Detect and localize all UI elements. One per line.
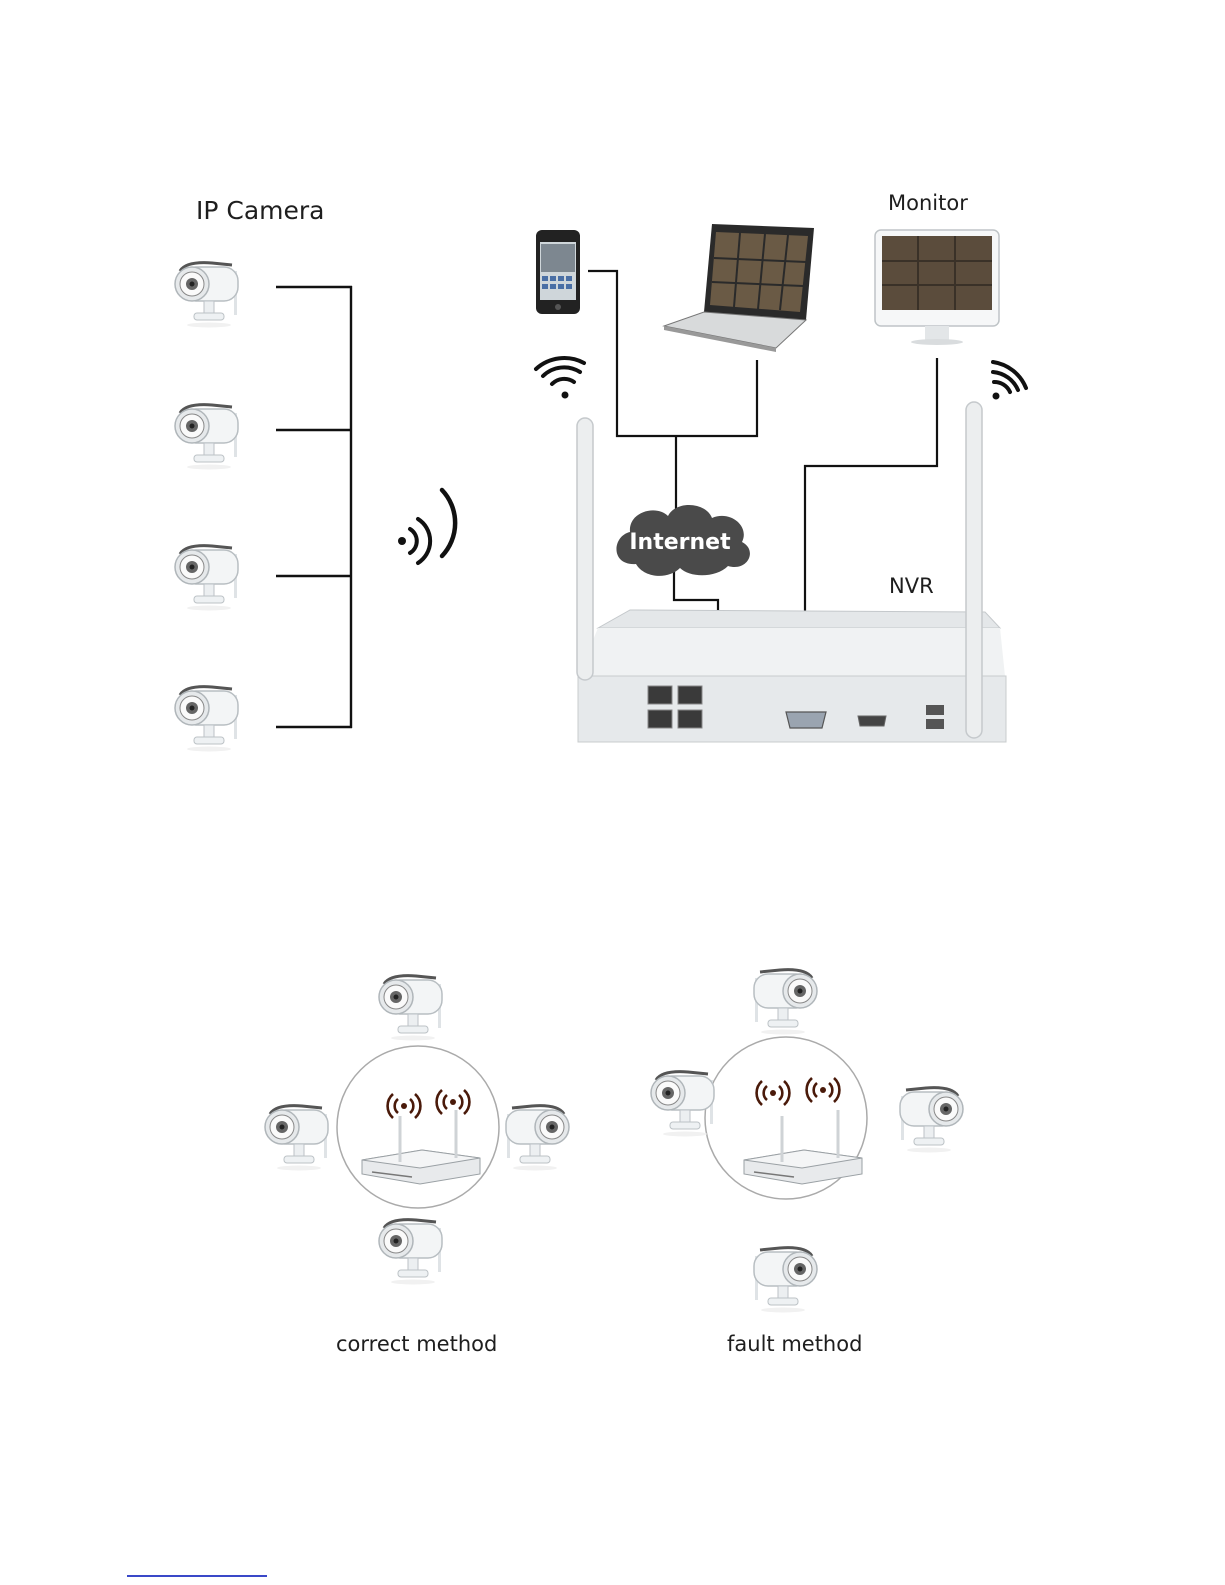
wifi-signal-icon: [442, 490, 455, 556]
camera-connection-lines: [276, 286, 352, 728]
camera-icon: [506, 1106, 569, 1171]
nvr-label: NVR: [889, 574, 934, 598]
camera-icon: [379, 976, 442, 1041]
camera-icon: [651, 1072, 714, 1137]
camera-icon: [175, 263, 238, 328]
wifi-signal-icon: [757, 1081, 790, 1105]
nvr-icon: [744, 1110, 862, 1184]
camera-icon: [175, 546, 238, 611]
wifi-signal-icon: [993, 362, 1027, 400]
nvr-icon: [578, 610, 1006, 742]
camera-icon: [900, 1088, 963, 1153]
wifi-signal-icon: [398, 519, 430, 563]
camera-icon: [175, 687, 238, 752]
ip-camera-label: IP Camera: [196, 196, 325, 225]
camera-icon: [754, 1248, 817, 1313]
wifi-signal-icon: [437, 1090, 470, 1114]
wifi-signal-icon: [536, 358, 584, 398]
phone-icon: [536, 230, 580, 314]
correct-method-caption: correct method: [336, 1332, 497, 1356]
laptop-icon: [664, 224, 814, 352]
camera-icon: [754, 970, 817, 1035]
fault-method-diagram: [651, 970, 963, 1313]
monitor-label: Monitor: [888, 191, 968, 215]
camera-icon: [175, 405, 238, 470]
wifi-signal-icon: [807, 1078, 840, 1102]
nvr-icon: [362, 1110, 480, 1184]
correct-method-diagram: [265, 976, 569, 1285]
camera-icon: [265, 1106, 328, 1171]
fault-method-caption: fault method: [727, 1332, 862, 1356]
internet-label: Internet: [629, 530, 731, 555]
footer-link-underline[interactable]: [127, 1575, 267, 1577]
monitor-icon: [875, 230, 999, 345]
camera-icon: [379, 1220, 442, 1285]
wifi-signal-icon: [388, 1094, 421, 1118]
